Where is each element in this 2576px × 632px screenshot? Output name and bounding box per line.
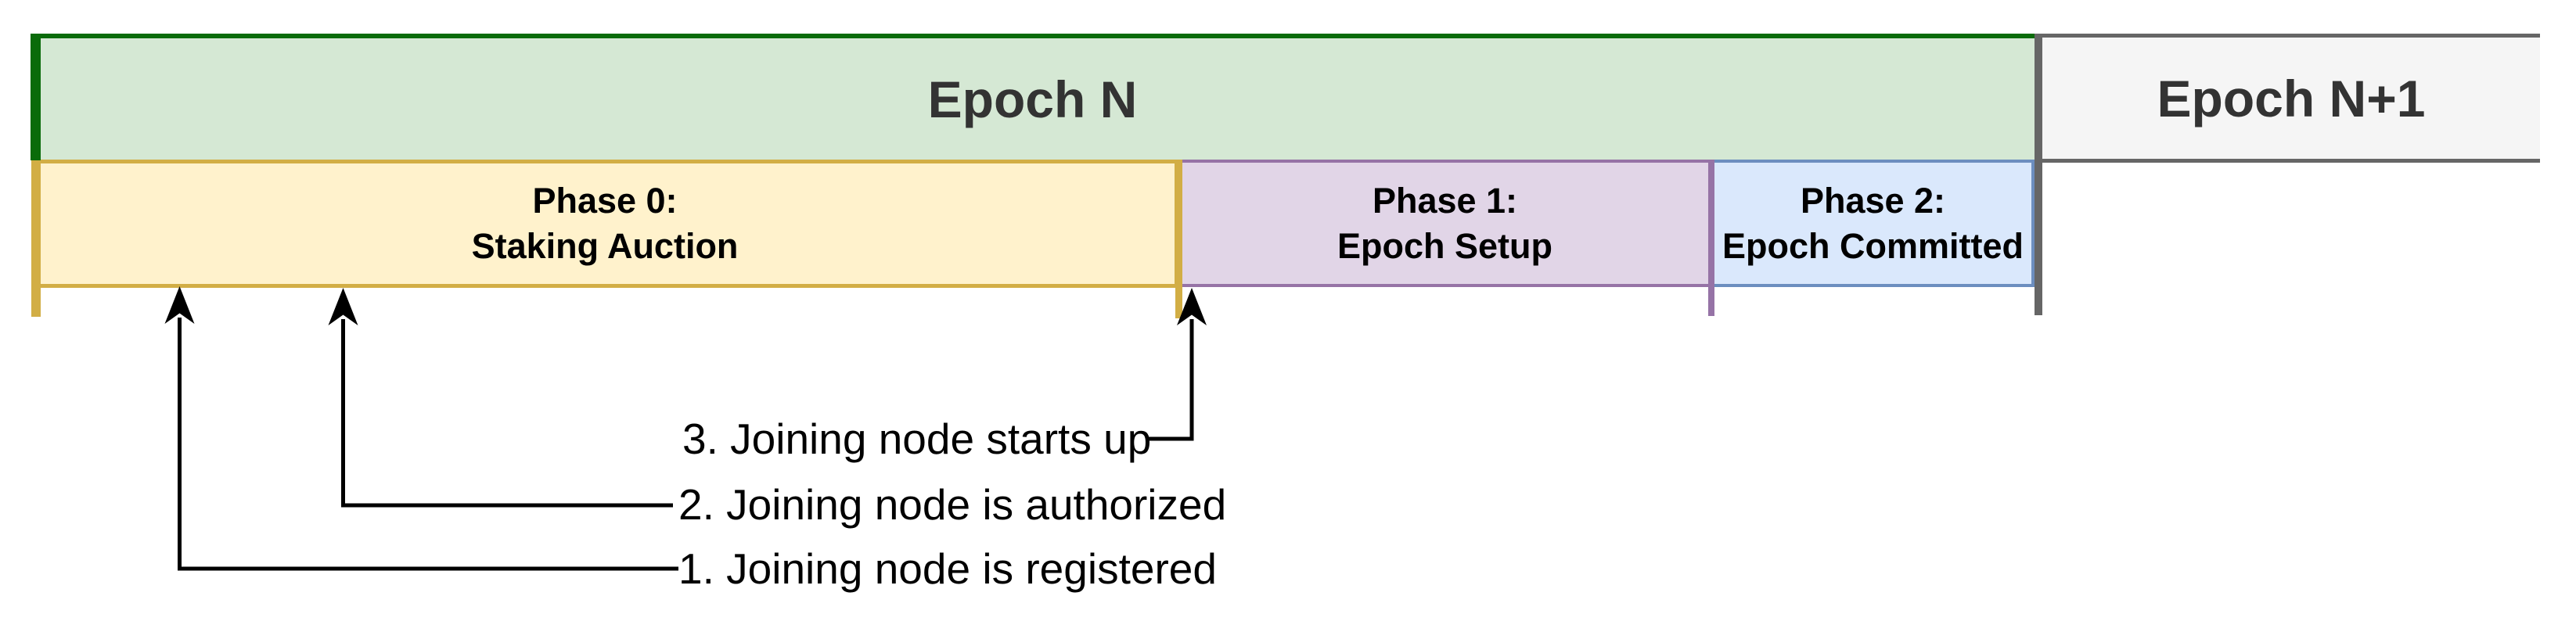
arrow-registered [164, 286, 678, 571]
arrow-authorized-head [328, 288, 358, 325]
epoch-n1-label: Epoch N+1 [2157, 69, 2426, 127]
arrow-starts-up-line [1147, 319, 1194, 441]
arrow-authorized-line [341, 319, 673, 508]
arrow-registered-line [178, 318, 678, 571]
phase-0-end-marker [1175, 160, 1182, 318]
phase-2-subtitle: Epoch Committed [1722, 225, 2024, 266]
epoch-n1-bar: Epoch N+1 [2042, 34, 2540, 163]
phase-1-end-marker [1708, 160, 1714, 316]
arrow-authorized [328, 288, 673, 508]
epoch-n-label: Epoch N [927, 70, 1138, 128]
phase-1-subtitle: Epoch Setup [1337, 225, 1552, 266]
annotation-node-authorized: 2. Joining node is authorized [678, 480, 1227, 529]
phase-0-subtitle: Staking Auction [471, 226, 739, 266]
epoch-n-bar: Epoch N [31, 34, 2035, 160]
phase-0-title: Phase 0: [532, 181, 678, 221]
phase-0-start-marker [31, 160, 41, 317]
epoch-boundary-marker [2035, 34, 2042, 315]
annotation-node-starts-up: 3. Joining node starts up [682, 415, 1152, 463]
phase-2-title: Phase 2: [1800, 180, 1946, 221]
phase-0-bar: Phase 0: Staking Auction [31, 160, 1178, 288]
epoch-n-start-marker [31, 34, 41, 160]
phase-1-title: Phase 1: [1372, 180, 1518, 221]
arrow-registered-head [164, 286, 195, 324]
annotation-node-registered: 1. Joining node is registered [678, 544, 1217, 593]
phase-2-bar: Phase 2: Epoch Committed [1711, 160, 2035, 287]
phase-1-bar: Phase 1: Epoch Setup [1178, 160, 1711, 287]
